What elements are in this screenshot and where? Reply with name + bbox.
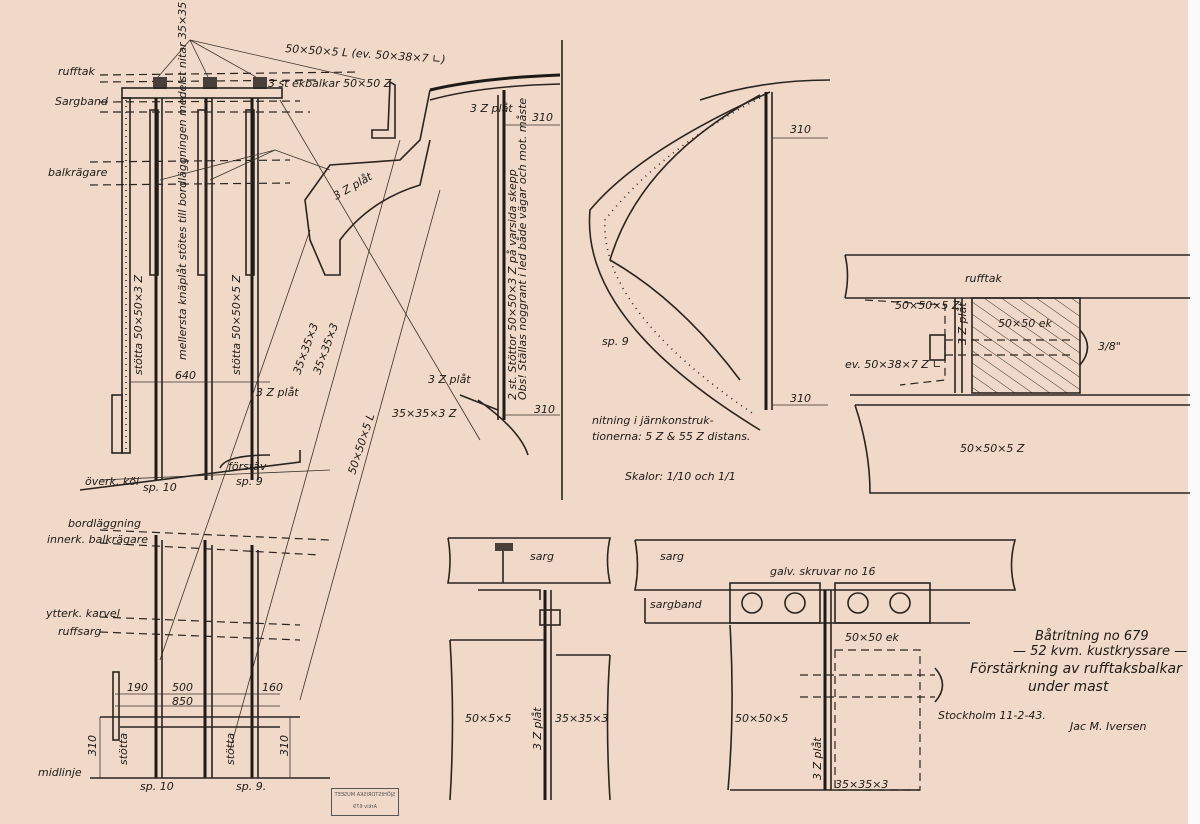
label-rivet-note-1: nitning i järnkonstruk- bbox=[592, 414, 714, 427]
label-angle-detail: 50×50×5 Z bbox=[895, 299, 960, 312]
label-ekbalkar: 3 st ekbalkar 50×50 Z bbox=[268, 77, 392, 90]
dim-310-left: 310 bbox=[86, 735, 99, 756]
label-bottom-detail: 50×50×5 Z bbox=[960, 442, 1025, 455]
label-midlinje: midlinje bbox=[38, 766, 82, 779]
signature: Jac M. Iversen bbox=[1068, 720, 1147, 733]
dim-850: 850 bbox=[172, 695, 193, 708]
left-lower-view bbox=[90, 529, 331, 779]
drawing-subject-2: under mast bbox=[1028, 679, 1109, 695]
label-stotta-1: stötta bbox=[117, 733, 130, 765]
label-plat-detail: 3 Z plåt bbox=[956, 302, 969, 345]
dim-35x35x3: 35×35×3 Z bbox=[392, 407, 457, 420]
label-stiffener-note: 2 st. Stöttor 50×50×3 Z på varsida skepp bbox=[506, 169, 519, 400]
label-knaplat-note: mellersta knäplåt stötes till bordläggni… bbox=[176, 0, 189, 360]
hull-profile-view bbox=[304, 73, 561, 456]
label-ytterk-karvel: ytterk. karvel bbox=[45, 607, 120, 620]
label-rufftak-detail: rufftak bbox=[965, 272, 1002, 285]
label-scale: Skalor: 1/10 och 1/1 bbox=[625, 470, 736, 483]
paper-edge bbox=[1188, 0, 1200, 824]
label-bottom-detail3: 35×35×3 bbox=[835, 778, 888, 791]
label-sp9-lower: sp. 9. bbox=[236, 780, 266, 793]
dim-310-right-top: 310 bbox=[790, 123, 811, 136]
place-date: Stockholm 11-2-43. bbox=[938, 709, 1046, 722]
label-sarg-detail2: sarg bbox=[530, 550, 554, 563]
label-overk-kol: överk. köl bbox=[85, 475, 139, 488]
dim-160: 160 bbox=[262, 681, 283, 694]
label-sp10-lower: sp. 10 bbox=[140, 780, 174, 793]
label-right-dim-detail2: 35×35×3 bbox=[555, 712, 608, 725]
label-balkragare: balkrägare bbox=[48, 166, 108, 179]
label-alt-angle: ev. 50×38×7 Z ∟ bbox=[845, 358, 942, 371]
label-sp9-profile: sp. 9 bbox=[602, 335, 629, 348]
label-sp9: sp. 9 bbox=[236, 475, 263, 488]
label-sarg-detail3: sarg bbox=[660, 550, 684, 563]
label-stotta-2: stötta bbox=[224, 733, 237, 765]
label-plat-bottom: 3 Z plåt bbox=[428, 373, 471, 386]
dim-640: 640 bbox=[175, 369, 196, 382]
label-stotta-note: stötta 50×50×3 Z bbox=[132, 274, 145, 375]
label-ek-detail3: 50×50 ek bbox=[845, 631, 899, 644]
label-angle-note: 50×50×5 L (ev. 50×38×7 ∟) bbox=[285, 42, 446, 66]
title-block: Båtritning no 679 — 52 kvm. kustkryssare… bbox=[938, 629, 1187, 733]
label-plat-mid: 3 Z plåt bbox=[470, 102, 513, 115]
label-left-dim-detail2: 50×5×5 bbox=[465, 712, 511, 725]
label-ek-detail: 50×50 ek bbox=[998, 317, 1052, 330]
frame-profile-view bbox=[588, 79, 831, 431]
detail-beam-section bbox=[844, 254, 1190, 494]
boat-type: — 52 kvm. kustkryssare — bbox=[1013, 644, 1187, 659]
drawing-number: Båtritning no 679 bbox=[1035, 629, 1149, 644]
label-screws: galv. skruvar no 16 bbox=[770, 565, 875, 578]
label-forstav: förstäv bbox=[228, 460, 267, 473]
label-sp10: sp. 10 bbox=[143, 481, 177, 494]
detail-sargband-section bbox=[634, 539, 1017, 791]
stamp-text: SJÖHISTORISKA MUSEET bbox=[334, 792, 396, 798]
label-sargband-detail3: sargband bbox=[650, 598, 703, 611]
stamp-ref: Arkiv 679 bbox=[353, 804, 377, 810]
label-diag-L: 50×50×5 L bbox=[345, 412, 377, 476]
label-bordlaggning: bordläggning bbox=[68, 517, 141, 530]
left-section-view bbox=[79, 39, 481, 751]
drawing-subject: Förstärkning av rufftaksbalkar bbox=[970, 661, 1183, 677]
label-sargband: Sargband bbox=[55, 95, 109, 108]
label-plat: 3 Z plåt bbox=[256, 386, 299, 399]
label-ruffsarg: ruffsarg bbox=[58, 625, 101, 638]
label-plat-detail3: 3 Z plåt bbox=[811, 737, 824, 780]
label-angle-detail3: 50×50×5 bbox=[735, 712, 788, 725]
label-innerk-balkragare: innerk. balkrägare bbox=[47, 533, 148, 546]
dim-190: 190 bbox=[127, 681, 148, 694]
dim-310-mid-top: 310 bbox=[532, 111, 553, 124]
dim-310-right: 310 bbox=[278, 735, 291, 756]
museum-stamp: SJÖHISTORISKA MUSEET Arkiv 679 bbox=[331, 788, 399, 816]
label-bolt-size: 3/8" bbox=[1098, 340, 1121, 353]
detail-sarg-section bbox=[447, 537, 612, 801]
dim-310-mid-bottom: 310 bbox=[534, 403, 555, 416]
label-rivet-note-2: tionerna: 5 Z & 55 Z distans. bbox=[592, 430, 750, 443]
label-plat-mid-2: 3 Z plåt bbox=[331, 170, 375, 203]
label-stiffener-note-2: Obs! Ställas noggrant i led både vägar o… bbox=[516, 98, 529, 400]
label-stotta-note-2: stötta 50×50×5 Z bbox=[230, 274, 243, 375]
label-rufftak: rufftak bbox=[58, 65, 95, 78]
label-plat-detail2: 3 Z plåt bbox=[531, 707, 544, 750]
dim-500: 500 bbox=[172, 681, 193, 694]
dim-310-right-bottom: 310 bbox=[790, 392, 811, 405]
